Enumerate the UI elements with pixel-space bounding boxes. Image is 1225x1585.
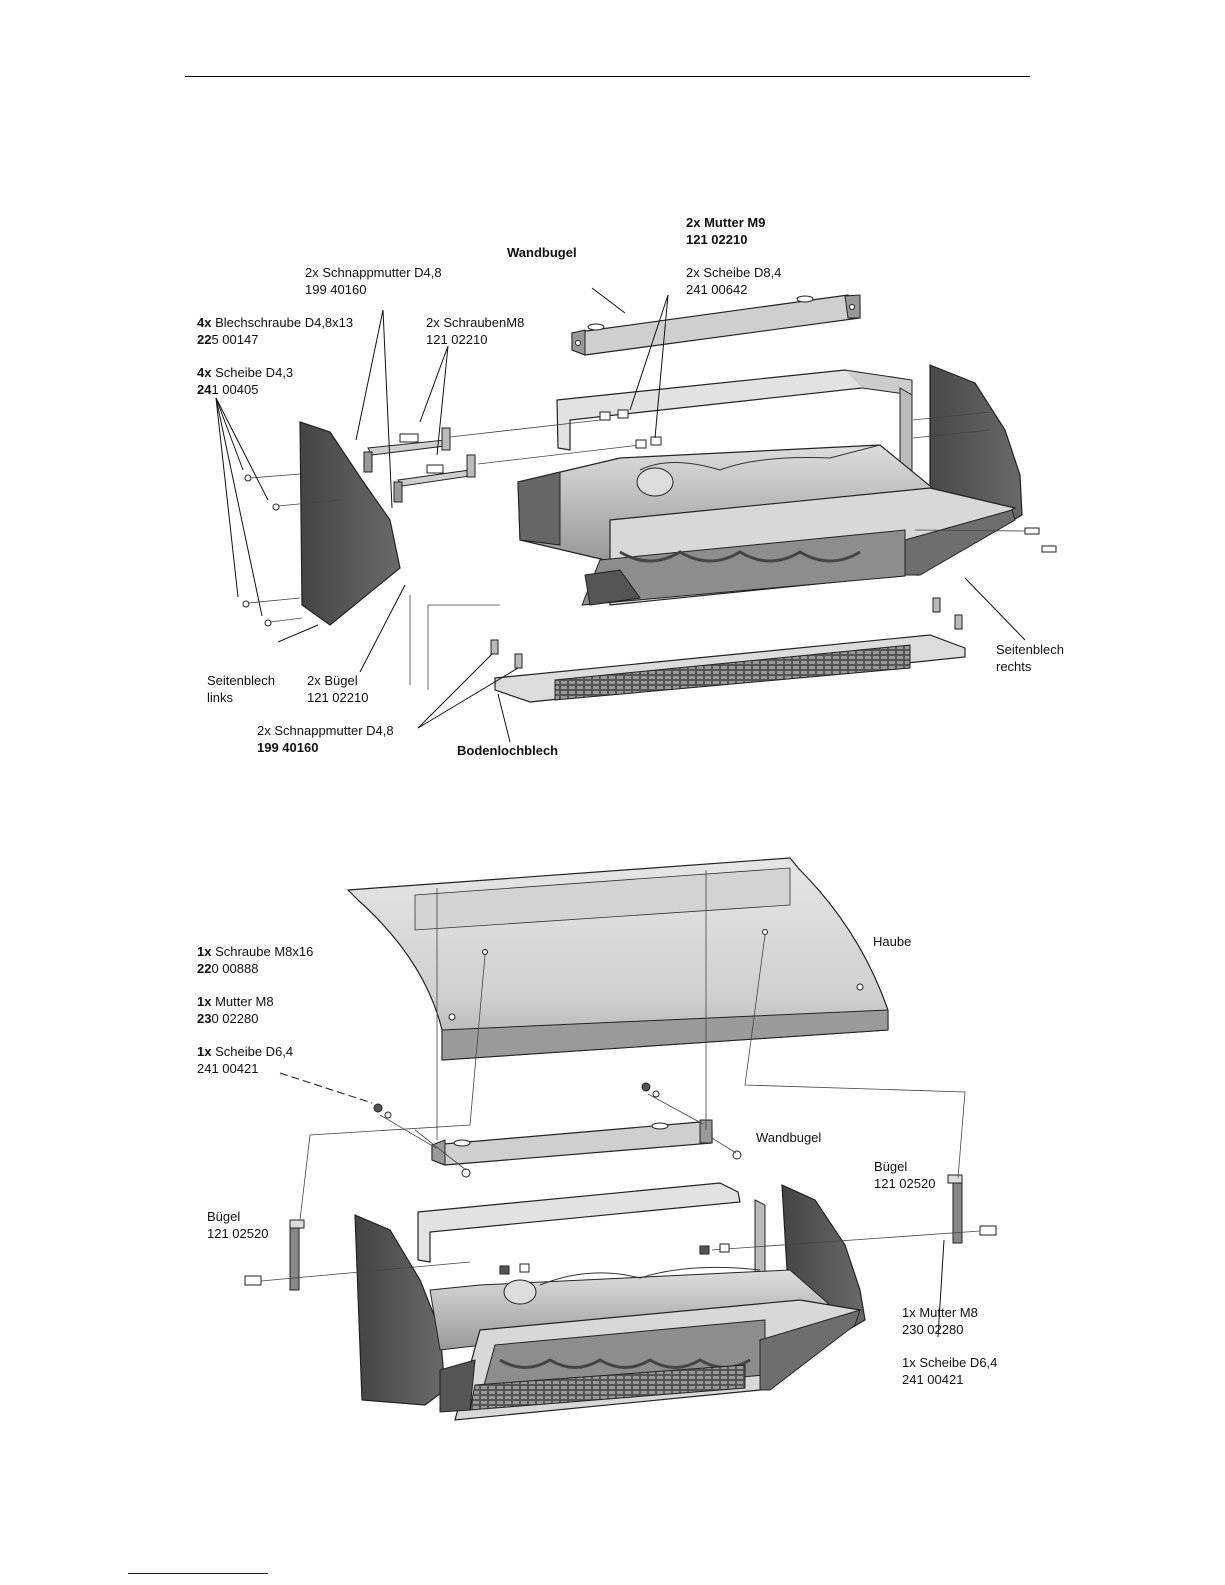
- label-seitenblech-links: Seitenblech links: [207, 673, 275, 705]
- leader-lines-top: [215, 287, 1026, 743]
- label-buegel-right: Bügel 121 02520: [874, 1159, 936, 1191]
- top-exploded-view: [215, 287, 1057, 743]
- label-blechschraube: 4x Blechschraube D4,8x13 225 00147: [197, 315, 354, 347]
- buegel-right-bottom: [499, 1174, 997, 1275]
- wall-bracket-top: [571, 294, 861, 356]
- main-body-bottom: [417, 1182, 862, 1421]
- screws-washers-left-top: [242, 433, 444, 627]
- label-bodenlochblech: Bodenlochblech: [457, 743, 559, 758]
- label-schnappmutter-top: 2x Schnappmutter D4,8 199 40160: [305, 265, 442, 297]
- label-mutter-m8-right: 1x Mutter M8 230 02280: [902, 1305, 978, 1337]
- label-scheibe-d64-left: 1x Scheibe D6,4 241 00421: [197, 1044, 294, 1076]
- bottom-perforated-plate: [490, 597, 966, 703]
- buegel-brackets-top: [363, 427, 476, 503]
- main-body-top: [517, 369, 1017, 606]
- side-plate-left-bottom: [354, 1214, 446, 1406]
- assembly-lines-top: [409, 411, 991, 690]
- header-rule: [185, 76, 1030, 77]
- side-plate-links: [299, 421, 401, 626]
- assembly-lines-bottom: [299, 870, 966, 1221]
- bottom-exploded-view: [244, 857, 997, 1421]
- label-schnappmutter-bottom: 2x Schnappmutter D4,8 199 40160: [257, 723, 394, 755]
- footer-link-underline[interactable]: [128, 1573, 268, 1574]
- label-haube: Haube: [873, 934, 912, 949]
- label-mutter-m9: 2x Mutter M9 121 02210: [686, 215, 766, 247]
- nuts-top: [599, 409, 662, 449]
- label-wandbugel-bottom: Wandbugel: [756, 1130, 822, 1145]
- label-buegel-left: Bügel 121 02520: [207, 1209, 269, 1241]
- screws-right-top: [914, 527, 1057, 553]
- label-mutter-m8-left: 1x Mutter M8 230 02280: [197, 994, 274, 1026]
- label-scheibe-d43: 4x Scheibe D4,3 241 00405: [197, 365, 294, 397]
- leader-lines-bottom: [279, 1072, 945, 1338]
- label-wandbugel-top: Wandbugel: [507, 245, 577, 260]
- label-schrauben-m8: 2x SchraubenM8 121 02210: [426, 315, 525, 347]
- label-buegel-2x: 2x Bügel 121 02210: [307, 673, 369, 705]
- buegel-left-bottom: [244, 1219, 471, 1291]
- label-seitenblech-rechts: Seitenblech rechts: [996, 642, 1064, 674]
- hood: [346, 857, 889, 1061]
- label-schraube-m8x16: 1x Schraube M8x16 220 00888: [197, 944, 314, 976]
- label-scheibe-d84: 2x Scheibe D8,4 241 00642: [686, 265, 782, 297]
- wall-bracket-bottom: [373, 1082, 742, 1178]
- label-scheibe-d64-right: 1x Scheibe D6,4 241 00421: [902, 1355, 998, 1387]
